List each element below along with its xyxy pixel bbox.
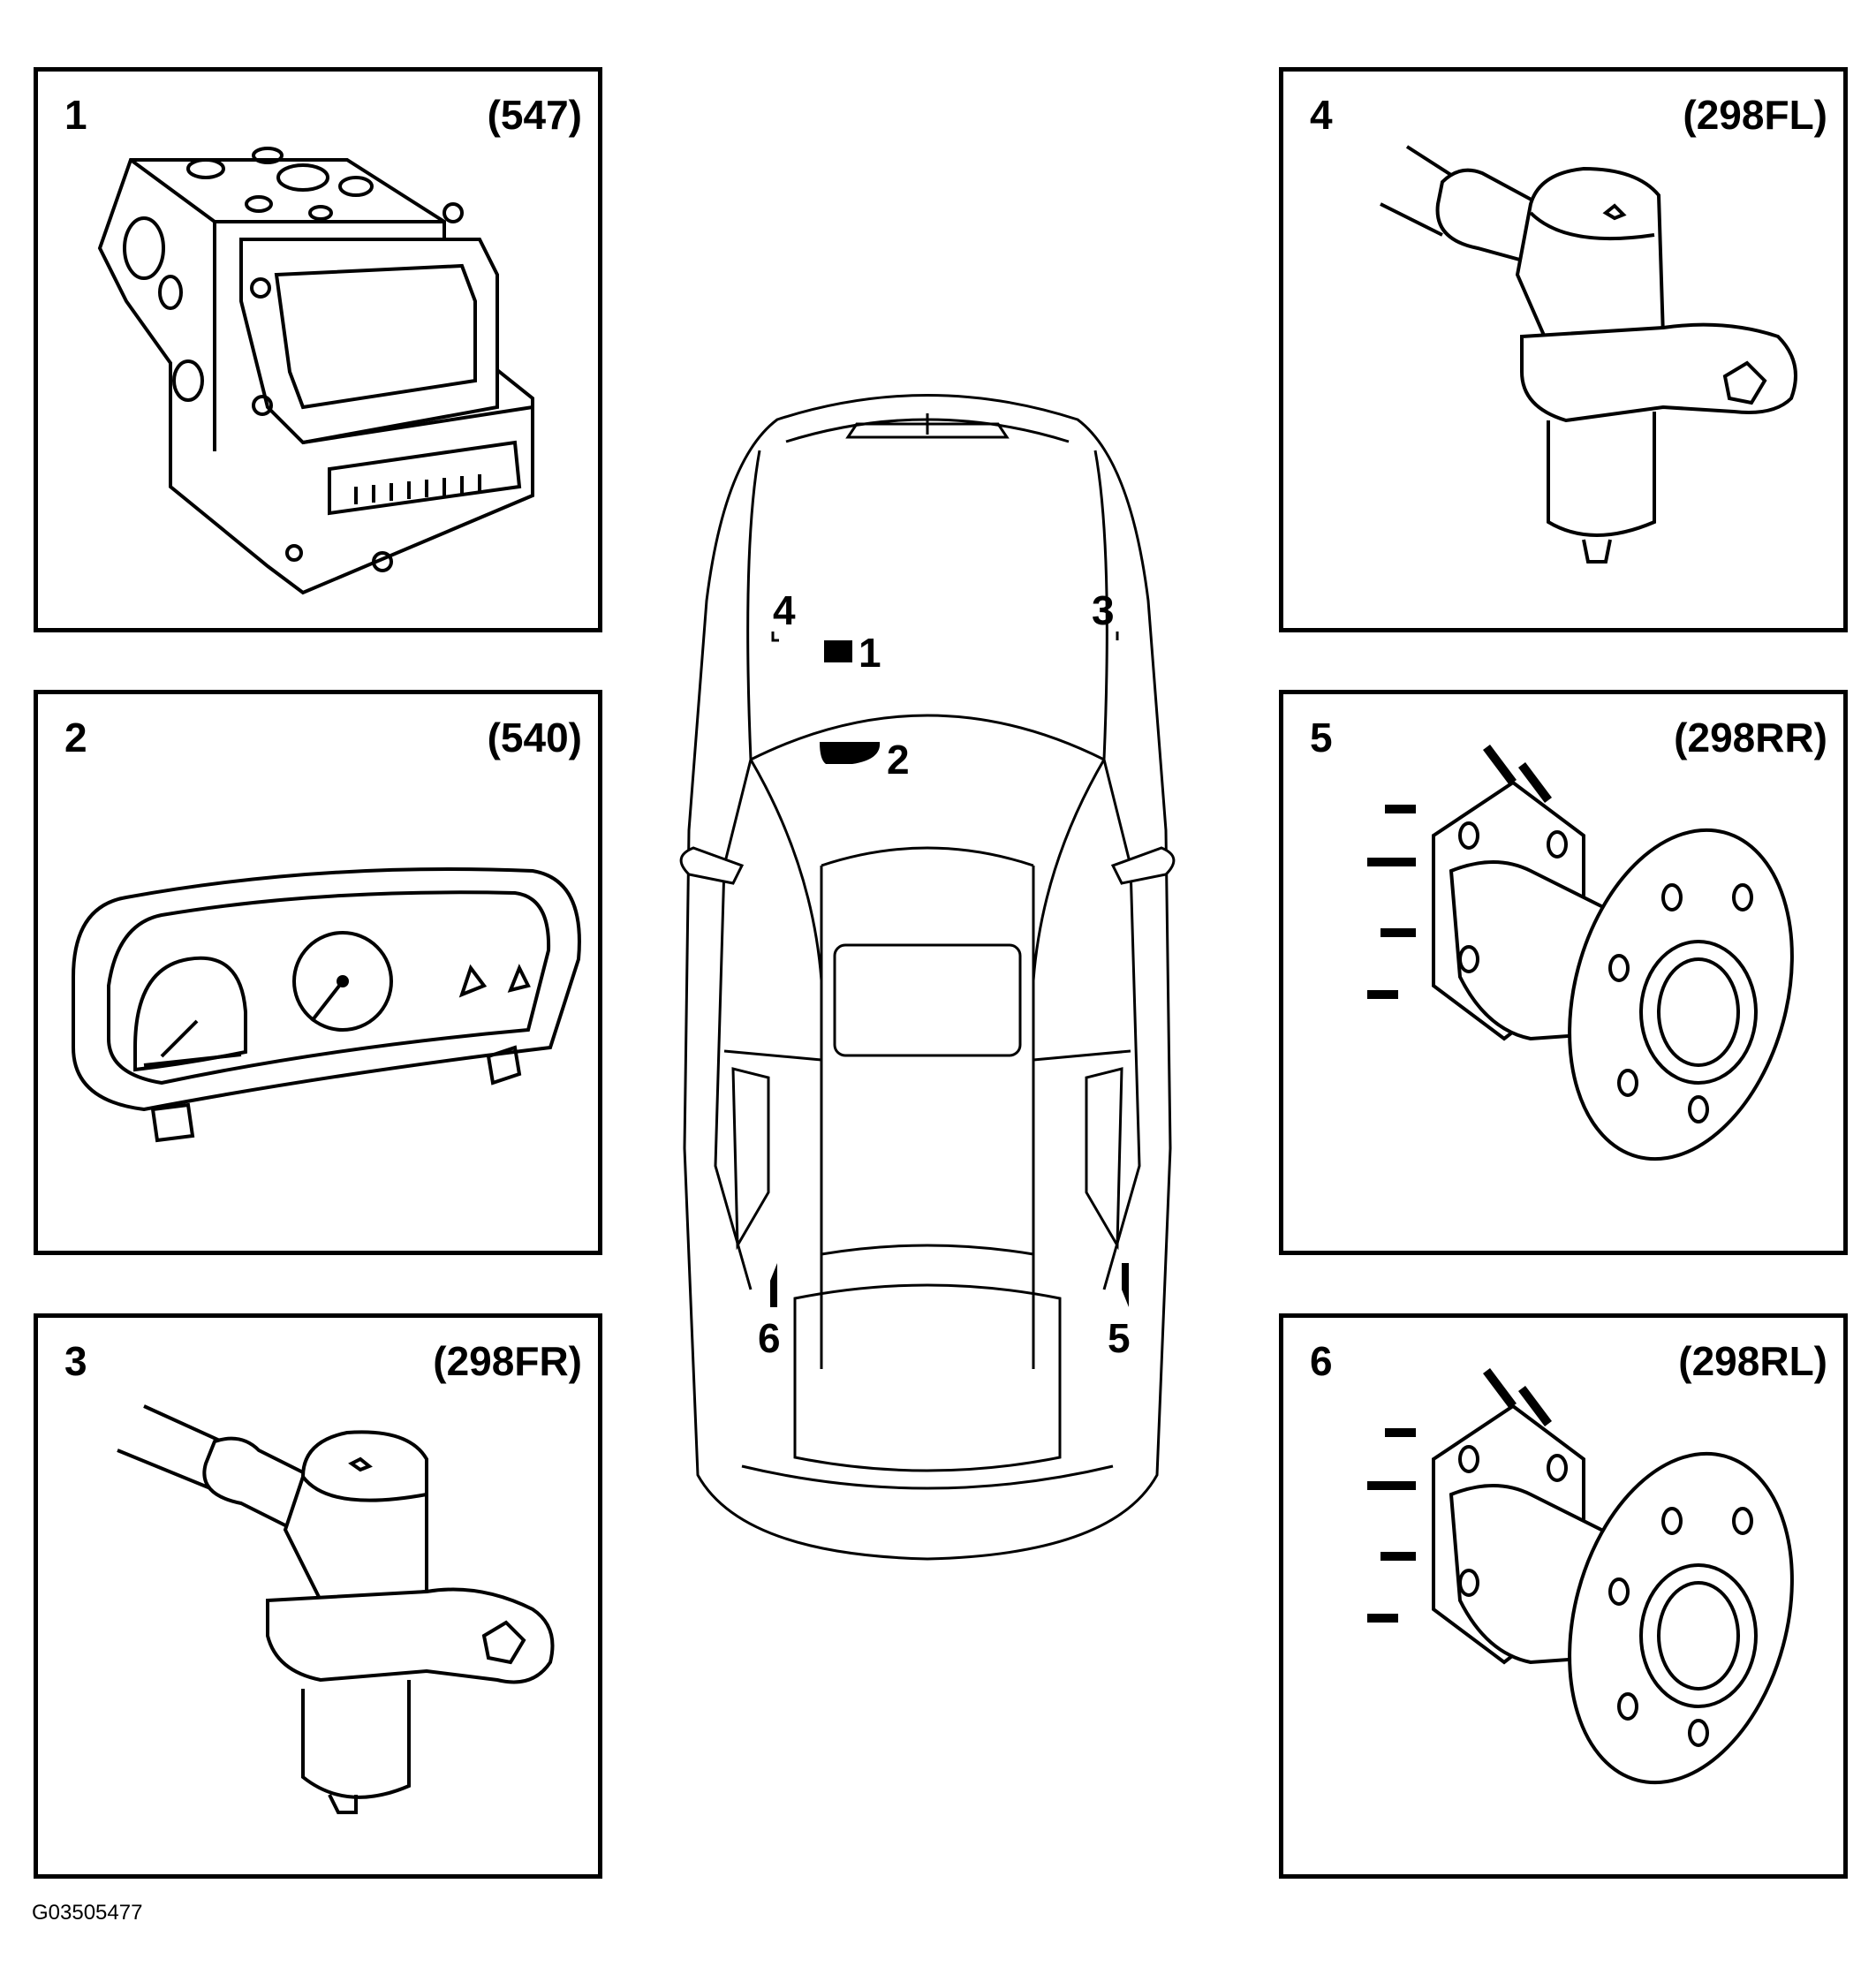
abs-hydraulic-unit-icon — [97, 147, 534, 595]
panel-code: (298FL) — [1683, 92, 1827, 138]
car-top-view — [679, 394, 1176, 1561]
panel-hub-rear-right: 5 (298RR) — [1279, 690, 1848, 1255]
panel-sensor-front-right: 3 (298FR) — [34, 1313, 602, 1879]
panel-sensor-front-left: 4 (298FL) — [1279, 67, 1848, 632]
wheel-hub-icon — [1367, 1368, 1794, 1785]
panel-number: 2 — [64, 715, 87, 760]
panel-hub-rear-left: 6 (298RL) — [1279, 1313, 1848, 1879]
car-label-3: 3 — [1092, 587, 1115, 633]
panel-number: 3 — [64, 1338, 87, 1384]
panel-number: 4 — [1310, 92, 1333, 138]
car-label-5: 5 — [1108, 1315, 1131, 1361]
car-label-2: 2 — [887, 737, 910, 783]
panel-instrument-cluster: 2 (540) — [34, 690, 602, 1255]
panel-code: (547) — [487, 92, 582, 138]
panel-code: (298RR) — [1674, 715, 1827, 760]
panel-number: 1 — [64, 92, 87, 138]
panel-code: (298FR) — [433, 1338, 582, 1384]
panel-code: (540) — [487, 715, 582, 760]
car-label-6: 6 — [758, 1315, 781, 1361]
car-label-4: 4 — [773, 587, 796, 633]
panel-abs-unit: 1 (547) — [34, 67, 602, 632]
panel-code: (298RL) — [1678, 1338, 1827, 1384]
reference-code: G03505477 — [32, 1901, 143, 1925]
wheel-hub-icon — [1367, 745, 1794, 1161]
instrument-cluster-icon — [72, 867, 581, 1143]
car-label-1: 1 — [859, 630, 881, 676]
panel-number: 5 — [1310, 715, 1333, 760]
wheel-speed-sensor-icon — [117, 1404, 555, 1814]
panel-number: 6 — [1310, 1338, 1333, 1384]
wheel-speed-sensor-icon — [1380, 145, 1797, 564]
